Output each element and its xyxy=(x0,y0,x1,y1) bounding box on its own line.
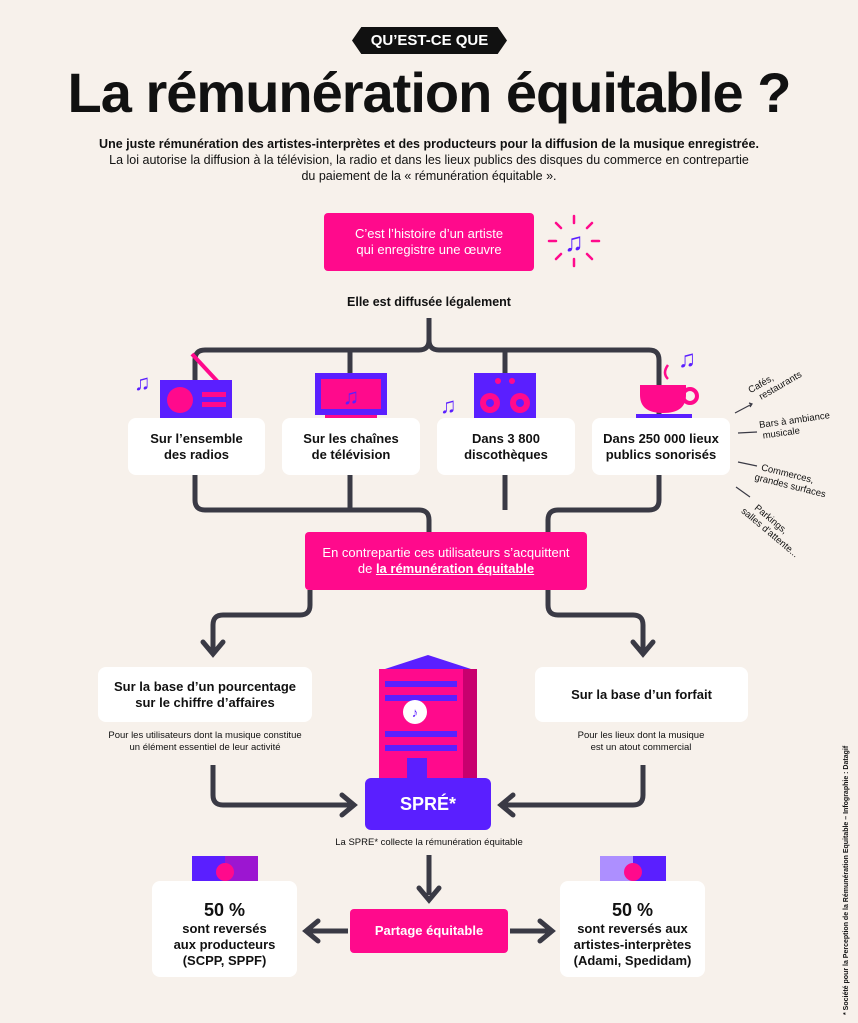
tv-icon: ♫ xyxy=(315,373,387,420)
svg-text:♫: ♫ xyxy=(440,393,457,418)
start-box: C’est l’histoire d’un artiste qui enregi… xyxy=(324,213,534,271)
svg-text:♫: ♫ xyxy=(134,370,151,395)
label: Dans 250 000 lieux xyxy=(603,430,719,446)
start-text: qui enregistre une œuvre xyxy=(356,242,502,257)
label: publics sonorisés xyxy=(605,446,717,462)
artists-percent: 50 % xyxy=(611,900,654,920)
label: sont reversés aux xyxy=(577,921,688,936)
payment-text: En contrepartie ces utilisateurs s’acqui… xyxy=(322,545,570,560)
flat-fee-box: Sur la base d’un forfait xyxy=(535,667,748,722)
share-box: Partage équitable xyxy=(350,909,508,953)
label: des radios xyxy=(163,446,230,462)
label: Dans 3 800 xyxy=(472,430,540,446)
label: Sur l’ensemble xyxy=(150,430,243,446)
svg-text:♫: ♫ xyxy=(678,346,696,373)
header-badge: QU’EST-CE QUE xyxy=(352,27,507,54)
label: Sur la base d’un forfait xyxy=(571,686,712,702)
svg-text:♫: ♫ xyxy=(343,384,360,409)
label: sur le chiffre d’affaires xyxy=(135,694,275,710)
remuneration-link[interactable]: la rémunération équitable xyxy=(375,561,535,576)
label: sont reversés xyxy=(182,921,267,936)
page-title: La rémunération équitable ? xyxy=(67,61,792,124)
radio-icon: ♫ xyxy=(134,352,232,420)
percentage-note: Pour les utilisateurs dont la musique co… xyxy=(108,730,302,753)
spre-box: SPRÉ* xyxy=(365,778,491,830)
subtitle-line: du paiement de la « rémunération équitab… xyxy=(301,169,557,183)
footer-credit: * Société pour la Perception de la Rémun… xyxy=(843,745,850,1015)
broadcast-label: Elle est diffusée légalement xyxy=(347,295,511,309)
speaker-icon: ♫ xyxy=(440,373,536,419)
label: Sur les chaînes xyxy=(303,430,399,446)
label: artistes-interprètes xyxy=(573,937,692,952)
spre-caption: La SPRE* collecte la rémunération équita… xyxy=(335,837,523,848)
payment-text: de xyxy=(357,561,376,576)
label: discothèques xyxy=(464,446,548,462)
coffee-cup-icon: ♫ xyxy=(636,346,699,418)
label: Sur la base d’un pourcentage xyxy=(113,678,297,694)
label: (Adami, Spedidam) xyxy=(573,953,692,968)
subtitle-line: La loi autorise la diffusion à la télévi… xyxy=(109,153,749,167)
start-text: C’est l’histoire d’un artiste xyxy=(354,226,504,241)
producers-percent: 50 % xyxy=(203,900,246,920)
label: (SCPP, SPPF) xyxy=(182,953,267,968)
label: aux producteurs xyxy=(173,937,276,952)
svg-text:♫: ♫ xyxy=(564,227,584,257)
svg-text:♪: ♪ xyxy=(412,705,419,720)
subtitle-bold: Une juste rémunération des artistes-inte… xyxy=(99,137,759,151)
music-note-burst-icon: ♫ xyxy=(547,214,601,268)
label: de télévision xyxy=(311,446,391,462)
building-icon: ♪ xyxy=(379,655,477,780)
payment-box: En contrepartie ces utilisateurs s’acqui… xyxy=(305,532,587,590)
